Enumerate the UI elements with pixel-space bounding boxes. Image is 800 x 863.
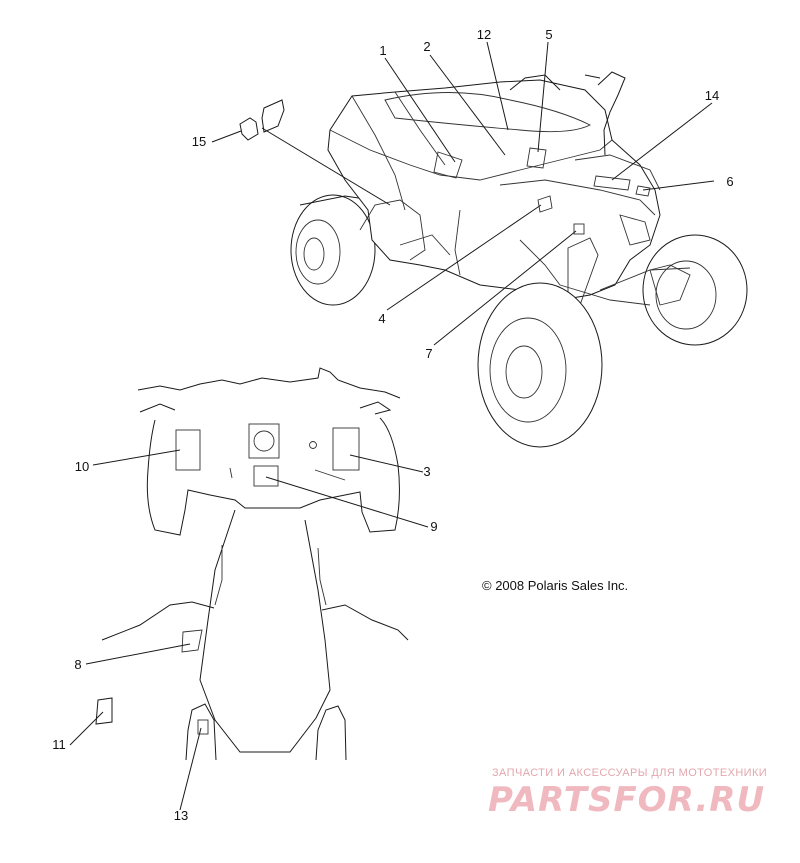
decal-15-pieces [239, 99, 285, 141]
callout-7: 7 [425, 346, 432, 361]
callout-4: 4 [378, 311, 385, 326]
callout-12: 12 [477, 27, 491, 42]
leader-lines [69, 41, 715, 811]
watermark-tagline: ЗАПЧАСТИ И АКСЕССУАРЫ ДЛЯ МОТОТЕХНИКИ [492, 767, 768, 779]
callout-10: 10 [75, 459, 89, 474]
callout-5: 5 [545, 27, 552, 42]
callout-labels: 1 2 12 5 14 15 6 4 7 10 3 9 8 11 13 [52, 27, 733, 823]
copyright-notice: © 2008 Polaris Sales Inc. [482, 578, 629, 593]
callout-3: 3 [423, 464, 430, 479]
front-right-wheel [642, 234, 748, 346]
callout-14: 14 [705, 88, 719, 103]
callout-15: 15 [192, 134, 206, 149]
callout-11: 11 [52, 737, 66, 752]
watermark-brand: PARTSFOR.RU [488, 780, 766, 820]
front-left-wheel [477, 282, 651, 448]
callout-2: 2 [423, 39, 430, 54]
callout-1: 1 [379, 43, 386, 58]
rear-left-wheel [290, 194, 376, 306]
callout-8: 8 [74, 657, 81, 672]
decal-11-piece [95, 697, 113, 725]
atv-top-view [95, 367, 409, 761]
atv-isometric-view [239, 71, 748, 448]
callout-6: 6 [726, 174, 733, 189]
callout-13: 13 [174, 808, 188, 823]
callout-9: 9 [430, 519, 437, 534]
atv-body [327, 71, 691, 306]
